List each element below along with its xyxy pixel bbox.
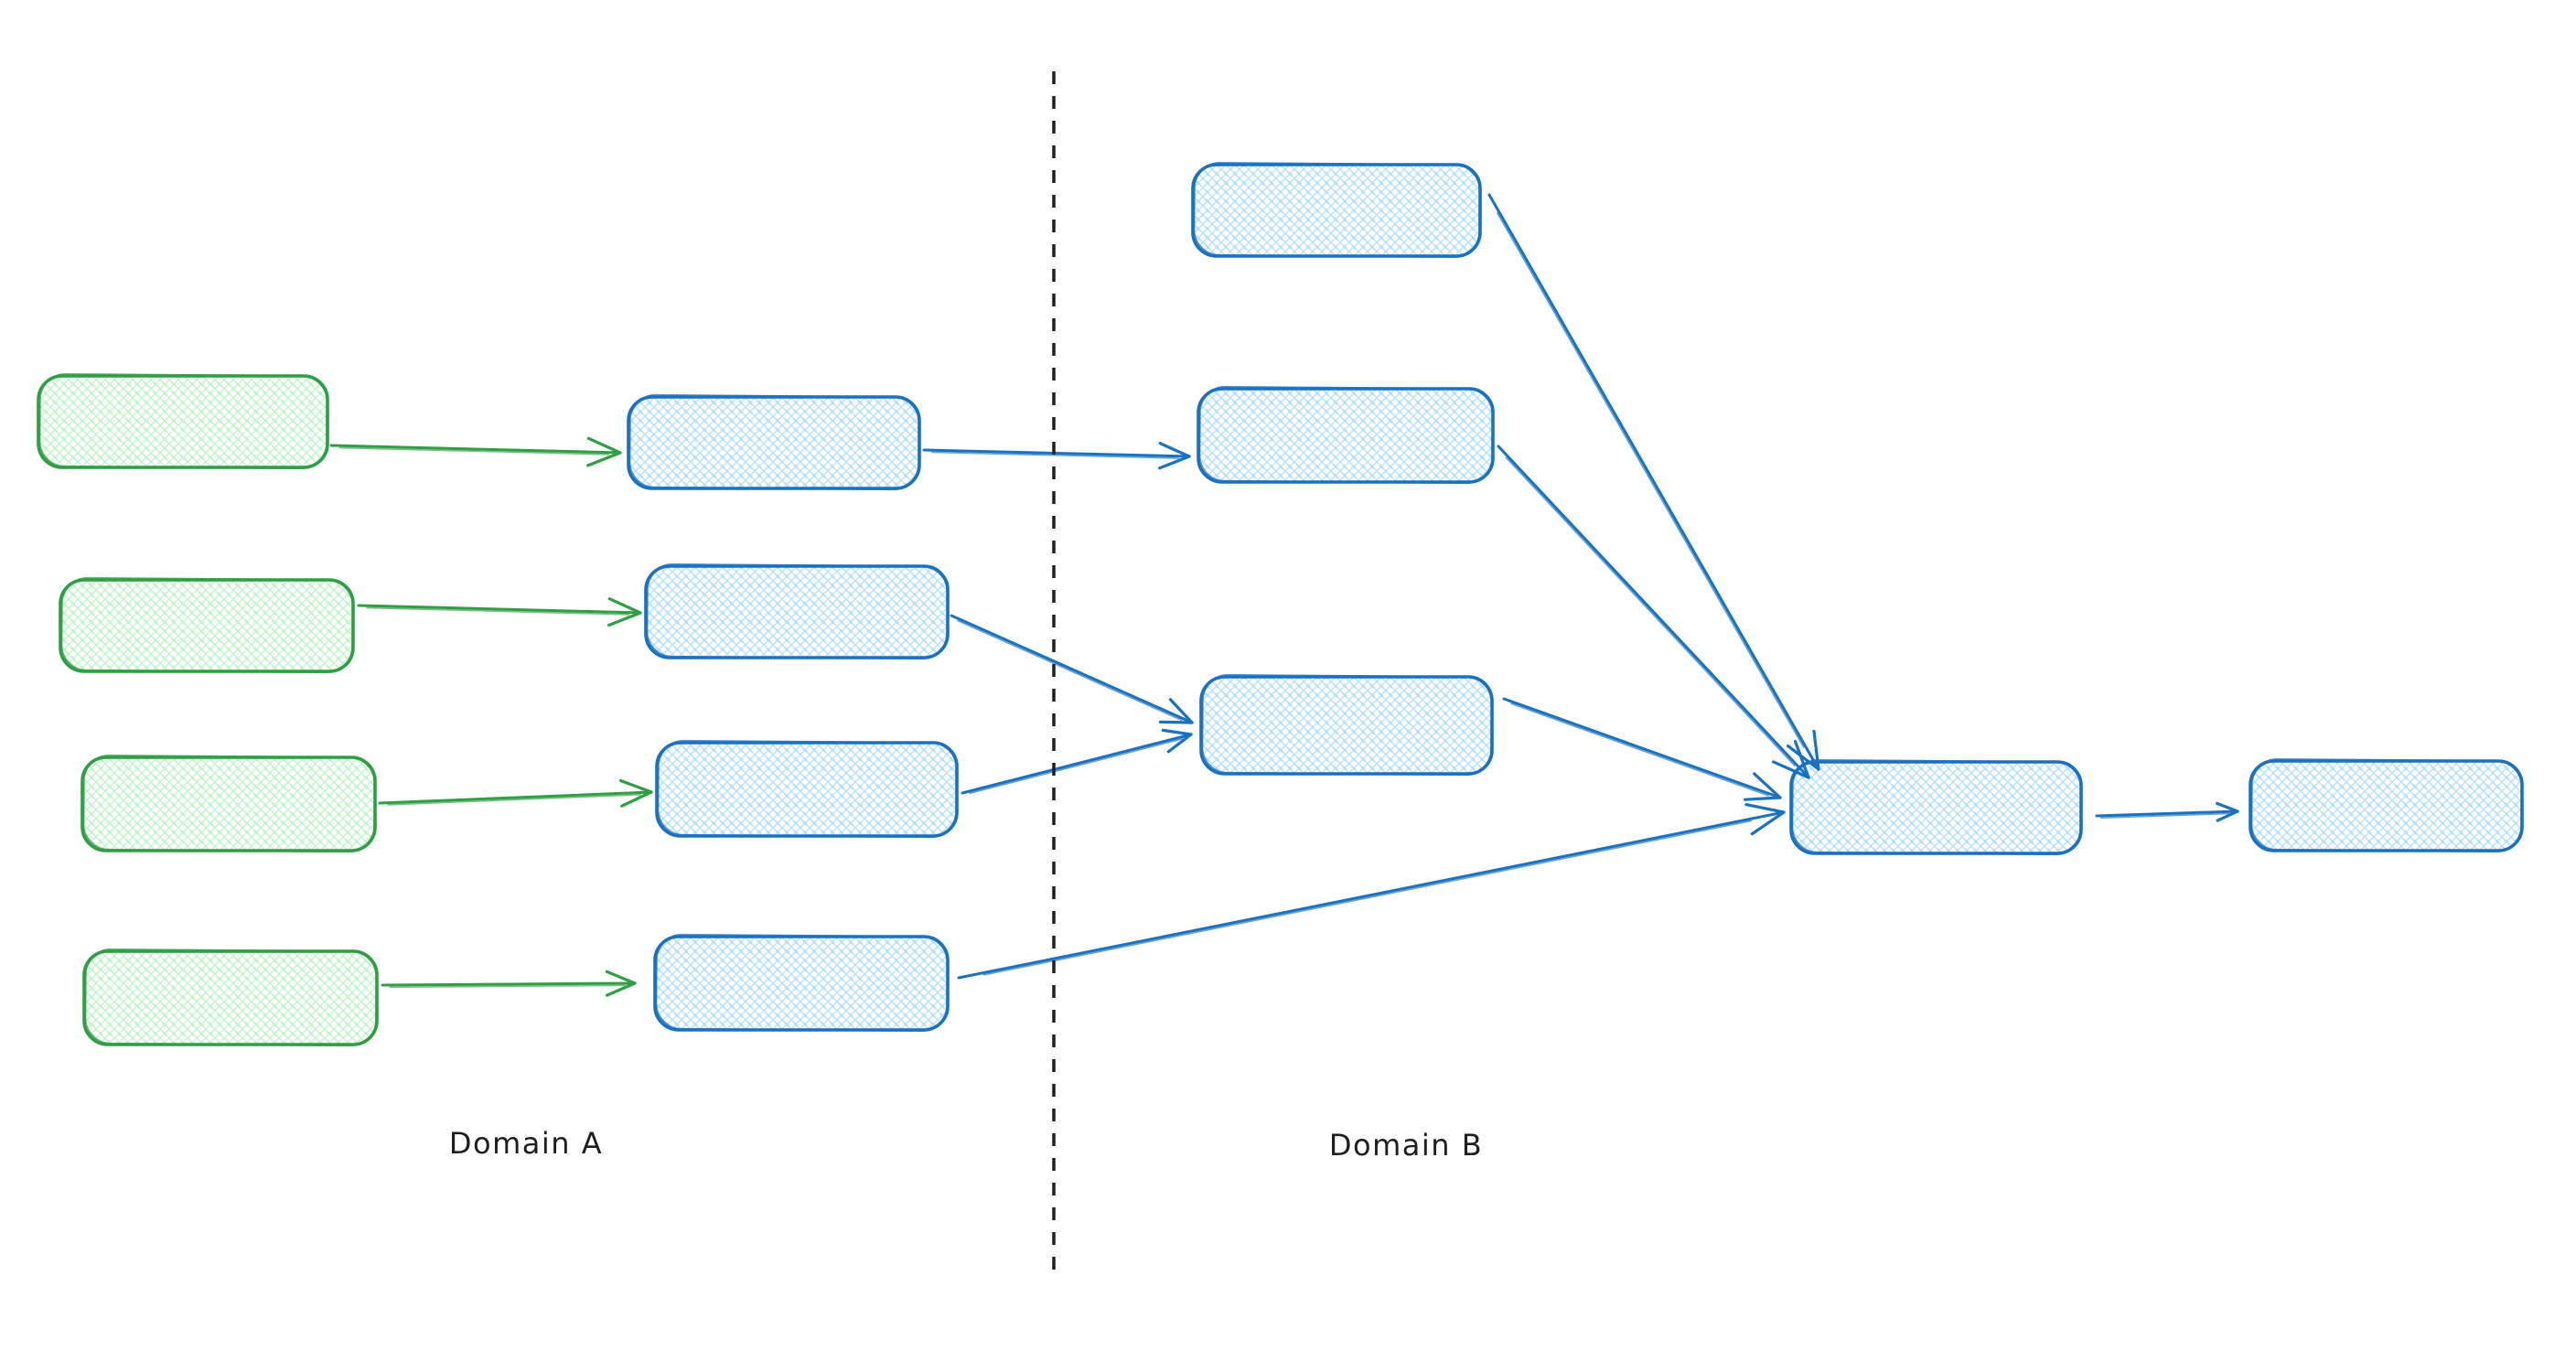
edge-source3-to-process3[interactable] [378, 778, 653, 808]
node-domain-a-source-4[interactable] [82, 948, 379, 1047]
node-domain-b-node-3[interactable] [1197, 385, 1495, 485]
node-domain-a-process-1[interactable] [627, 393, 921, 491]
edge-source1-to-process1[interactable] [329, 436, 622, 467]
node-domain-b-node-1[interactable] [653, 933, 950, 1033]
domain-a-label[interactable]: Domain A [449, 1126, 603, 1161]
edge-merge-to-output[interactable] [2095, 801, 2239, 822]
edge-source2-to-process2[interactable] [357, 597, 642, 627]
edge-node4-to-merge[interactable] [1502, 697, 1782, 801]
edge-process2-to-node4[interactable] [950, 614, 1194, 724]
edge-node3-to-merge[interactable] [1497, 445, 1810, 779]
edge-source4-to-node1[interactable] [381, 970, 637, 997]
node-domain-b-output[interactable] [2249, 758, 2524, 852]
node-domain-b-merge[interactable] [1789, 758, 2083, 856]
node-domain-a-source-2[interactable] [59, 576, 355, 674]
node-domain-a-source-3[interactable] [80, 754, 377, 853]
node-domain-a-process-3[interactable] [655, 739, 959, 839]
edge-node1-to-merge[interactable] [957, 802, 1786, 980]
edge-process3-to-node4[interactable] [961, 728, 1193, 795]
node-domain-a-process-2[interactable] [644, 563, 950, 660]
node-domain-a-source-1[interactable] [37, 372, 329, 470]
domain-b-label[interactable]: Domain B [1329, 1128, 1483, 1163]
node-domain-b-node-2[interactable] [1191, 161, 1482, 259]
edge-process1-to-node3[interactable] [922, 442, 1191, 470]
node-domain-b-node-4[interactable] [1199, 673, 1494, 777]
edge-node2-to-merge[interactable] [1487, 193, 1820, 771]
